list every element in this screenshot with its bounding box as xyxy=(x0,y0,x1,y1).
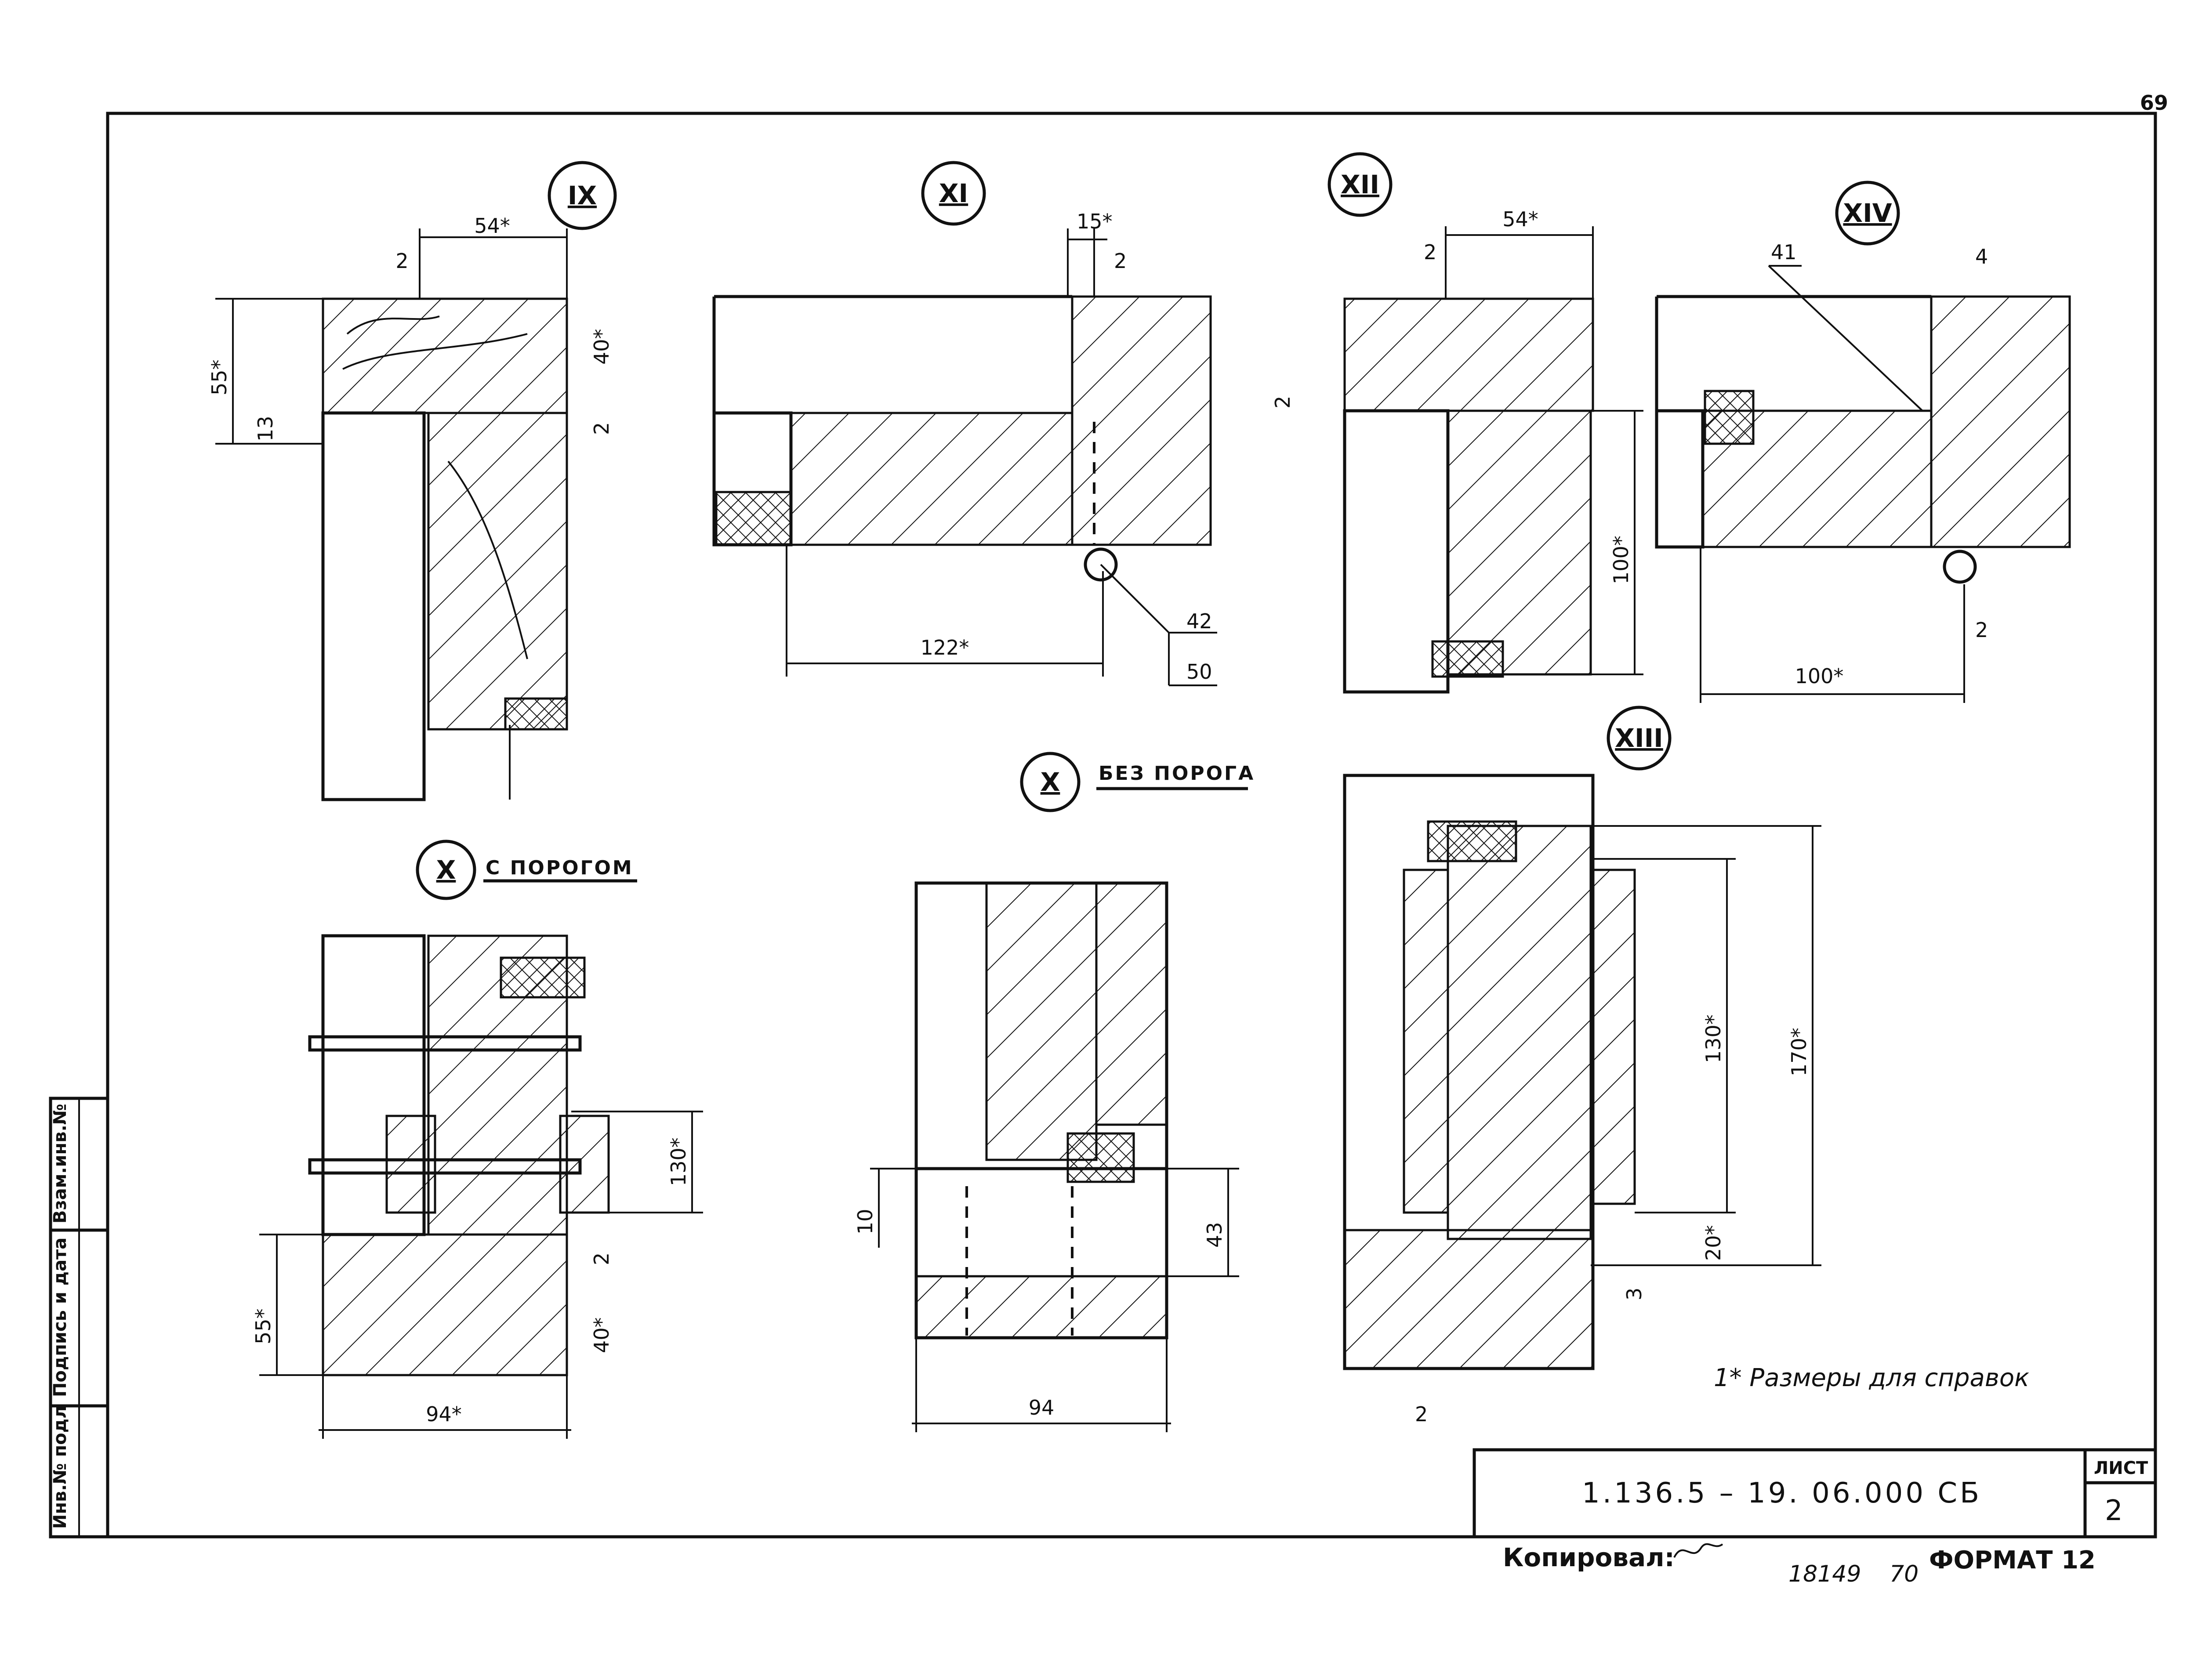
detail-ix: IX 54* 2 55* 40* 13 2 xyxy=(207,161,617,801)
detail-x-with-threshold: X С ПОРОГОМ 130* 2 55* 40* 94* xyxy=(251,840,703,1439)
dim-xii-100: 100* xyxy=(1609,536,1633,584)
detail-x-nothreshold-label: БЕЗ ПОРОГА xyxy=(1099,762,1255,785)
format-label: ФОРМАТ 12 xyxy=(1929,1546,2096,1575)
detail-ix-mark: IX xyxy=(568,181,597,210)
document-code: 1.136.5 – 19. 06.000 СБ xyxy=(1582,1477,1982,1510)
dim-xiv-2: 2 xyxy=(1975,618,1988,642)
detail-xi: XI 42 50 122* 15* 2 xyxy=(712,161,1217,686)
sheet-label: ЛИСТ xyxy=(2094,1458,2148,1478)
dim-ix-height: 55* xyxy=(207,359,231,395)
dim-xiii-20: 20* xyxy=(1701,1225,1725,1261)
dim-xiii-2: 2 xyxy=(1415,1402,1428,1426)
dim-x-threshold-40: 40* xyxy=(590,1317,613,1353)
dim-x-nothreshold-10: 10 xyxy=(853,1209,877,1235)
detail-x-nothreshold-marker xyxy=(1020,752,1081,812)
copied-label: Копировал: xyxy=(1503,1542,1675,1572)
detail-x-threshold-mark: X xyxy=(436,855,456,885)
detail-x-no-threshold: X БЕЗ ПОРОГА 10 43 94 xyxy=(853,752,1255,1432)
dim-xi-15: 15* xyxy=(1077,210,1113,233)
order-suffix: 70 xyxy=(1890,1561,1919,1587)
dim-xiii-130: 130* xyxy=(1701,1014,1725,1063)
dim-x-nothreshold-43: 43 xyxy=(1203,1222,1226,1248)
dim-x-threshold-94: 94* xyxy=(426,1402,462,1426)
dim-xii-gap: 2 xyxy=(1424,240,1436,264)
dim-xiii-170: 170* xyxy=(1787,1028,1811,1076)
detail-x-nothreshold-mark: X xyxy=(1041,767,1060,797)
detail-xii-marker xyxy=(1327,152,1393,217)
detail-xiv-mark: XIV xyxy=(1843,198,1892,228)
dim-x-threshold-130: 130* xyxy=(667,1137,690,1186)
page-number: 69 xyxy=(2140,91,2168,115)
dim-xi-width: 122* xyxy=(921,636,969,659)
dim-xiv-4: 4 xyxy=(1975,245,1988,268)
dim-x-threshold-2: 2 xyxy=(590,1253,613,1265)
dim-ix-gap: 2 xyxy=(395,249,408,273)
dim-ix-13: 13 xyxy=(254,416,277,442)
detail-xii: XII 54* 2 2 100* xyxy=(1271,152,1643,694)
detail-xiii: XIII 130* 170* 20* 3 2 xyxy=(1343,706,1821,1426)
title-block: 1.136.5 – 19. 06.000 СБ ЛИСТ 2 xyxy=(1473,1448,2157,1539)
detail-xii-mark: XII xyxy=(1341,170,1379,199)
dim-ix-2: 2 xyxy=(590,422,613,435)
dim-ix-width: 54* xyxy=(474,214,510,238)
dim-xii-width: 54* xyxy=(1502,207,1538,231)
dim-x-threshold-55: 55* xyxy=(251,1308,275,1344)
detail-xi-mark: XI xyxy=(939,178,968,208)
side-stamp: Инв.№ подл Подпись и дата Взам.инв.№ xyxy=(49,1097,109,1539)
dim-x-nothreshold-94: 94 xyxy=(1029,1396,1055,1419)
dim-ix-40: 40* xyxy=(590,329,613,365)
reference-note: 1* Размеры для справок xyxy=(1714,1364,2029,1392)
dim-xi-42: 42 xyxy=(1186,609,1212,633)
detail-xi-marker xyxy=(921,161,986,226)
stamp-sign-label: Подпись и дата xyxy=(50,1238,70,1397)
detail-xiii-marker xyxy=(1607,706,1672,771)
detail-ix-marker xyxy=(548,161,617,230)
copier-signature xyxy=(1673,1543,1723,1558)
detail-x-threshold-marker xyxy=(416,840,476,900)
dim-xiii-3: 3 xyxy=(1622,1288,1646,1300)
dim-xi-2: 2 xyxy=(1114,249,1127,273)
sheet-frame xyxy=(106,112,2157,1539)
dim-xiv-100: 100* xyxy=(1795,664,1844,688)
dim-xiv-41: 41 xyxy=(1771,240,1797,264)
stamp-replace-label: Взам.инв.№ xyxy=(50,1104,70,1224)
dim-xi-50: 50 xyxy=(1186,660,1212,684)
sheet-number: 2 xyxy=(2105,1495,2123,1527)
dim-xii-2: 2 xyxy=(1271,396,1295,409)
detail-x-threshold-label: С ПОРОГОМ xyxy=(486,857,634,879)
order-number: 18149 xyxy=(1788,1561,1861,1587)
footer: Копировал: 18149 70 ФОРМАТ 12 xyxy=(1503,1542,2096,1587)
detail-xiii-mark: XIII xyxy=(1615,723,1663,753)
detail-xiv: XIV 41 4 100* 2 xyxy=(1655,181,2071,703)
detail-xiv-marker xyxy=(1835,181,1900,246)
stamp-inv-label: Инв.№ подл xyxy=(50,1406,70,1529)
